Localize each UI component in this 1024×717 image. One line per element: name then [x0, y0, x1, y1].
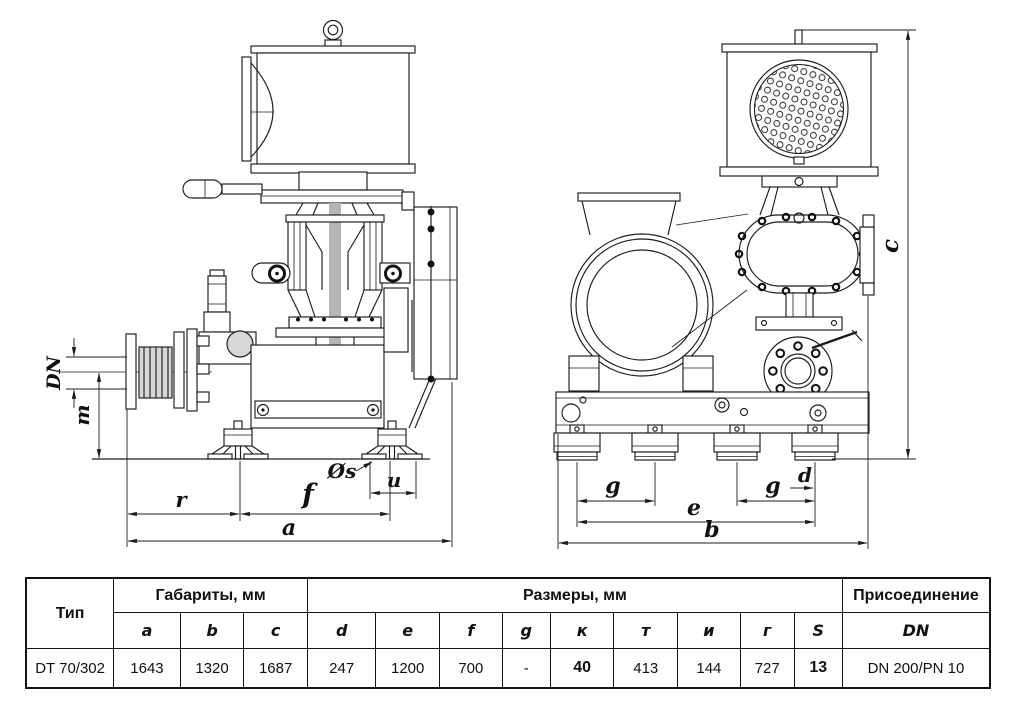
discharge-flange-front	[755, 292, 863, 406]
dim-label-u: u	[387, 468, 402, 492]
dim-label-d: d	[798, 463, 812, 487]
column-header-s: S	[793, 612, 843, 649]
cell-a: 1643	[113, 648, 181, 689]
dim-label-g1: g	[605, 473, 620, 499]
cell-t: 413	[613, 648, 679, 689]
air-filter-front	[719, 29, 879, 177]
column-header-c: c	[243, 612, 308, 649]
group-header-connection: Присоединение	[841, 577, 991, 613]
column-header-f: f	[439, 612, 503, 649]
specification-table: Тип Габариты, мм Размеры, мм Присоединен…	[25, 577, 991, 689]
cell-g: -	[501, 648, 551, 689]
blower-assembly-side	[251, 202, 411, 352]
dim-label-os: Øs	[327, 459, 357, 483]
air-filter-side	[241, 45, 416, 174]
column-header-dn: DN	[841, 612, 991, 649]
dim-label-g2: g	[765, 473, 780, 499]
cell-type: DT 70/302	[25, 648, 115, 689]
handle	[182, 179, 263, 199]
base-frame-side	[250, 287, 438, 429]
column-header-g2: г	[739, 612, 795, 649]
dim-label-e: e	[687, 495, 701, 521]
blower-dimension-drawing: DN m r f u a Øs	[43, 19, 916, 549]
cell-g2: 727	[739, 648, 795, 689]
base-frame-front	[555, 391, 870, 434]
blower-housing-front	[734, 212, 875, 296]
group-header-razmery: Размеры, мм	[306, 577, 843, 613]
relief-valve	[198, 269, 257, 365]
column-header-b: b	[179, 612, 245, 649]
cell-s: 13	[793, 648, 843, 689]
column-header-d: d	[306, 612, 377, 649]
motor-front	[568, 192, 749, 392]
column-header-e: e	[375, 612, 440, 649]
foot-pad	[791, 432, 839, 461]
side-panel	[401, 191, 458, 383]
dim-label-dn: DN	[43, 355, 65, 390]
discharge-bellows	[60, 328, 212, 412]
front-view-dimensions: g g d e b c	[557, 29, 916, 549]
column-header-k: к	[549, 612, 615, 649]
cell-b: 1320	[179, 648, 245, 689]
column-header-g: g	[501, 612, 551, 649]
dim-label-a: a	[282, 515, 296, 541]
column-header-i: и	[677, 612, 741, 649]
cell-i: 144	[677, 648, 741, 689]
column-header-t: т	[613, 612, 679, 649]
dim-label-c: c	[877, 239, 904, 253]
cell-f: 700	[439, 648, 503, 689]
group-header-gabarity: Габариты, мм	[113, 577, 308, 613]
table-row: DT 70/302 1643 1320 1687 247 1200 700 - …	[25, 648, 991, 689]
cell-c: 1687	[243, 648, 308, 689]
dim-label-f: f	[300, 479, 318, 510]
side-view-drawing	[60, 19, 458, 460]
lifting-eye-icon	[322, 19, 344, 48]
dim-label-b: b	[704, 517, 719, 543]
cell-k: 40	[549, 648, 615, 689]
foot-pad	[631, 432, 679, 461]
side-view-dimensions: DN m r f u a Øs	[43, 338, 453, 547]
column-header-type: Тип	[25, 577, 115, 649]
cell-dn: DN 200/PN 10	[841, 648, 991, 689]
cell-d: 247	[306, 648, 377, 689]
front-view-drawing	[553, 29, 879, 461]
dim-label-r: r	[175, 487, 188, 512]
cell-e: 1200	[375, 648, 440, 689]
dim-label-m: m	[70, 404, 94, 425]
filter-bracket	[759, 175, 840, 216]
foot-pad	[553, 432, 601, 461]
foot-pad	[713, 432, 761, 461]
column-header-a: a	[113, 612, 181, 649]
